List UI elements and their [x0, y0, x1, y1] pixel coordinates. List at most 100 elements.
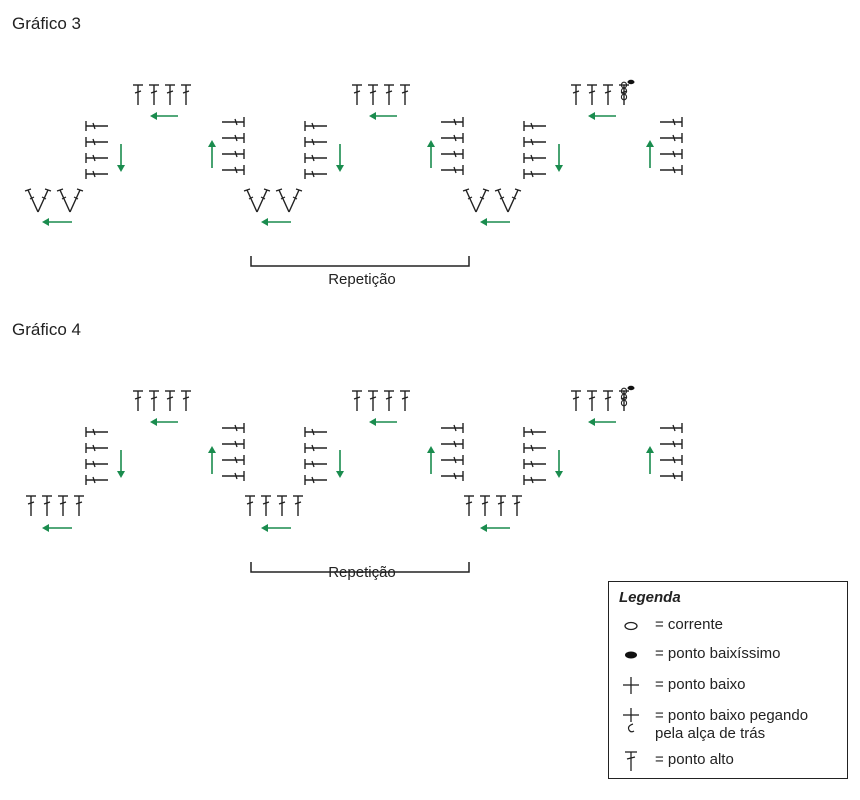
double-crochet-symbol	[165, 390, 175, 411]
legend-title: Legenda	[619, 589, 681, 606]
direction-arrow-down	[555, 144, 563, 172]
double-crochet-symbol	[523, 475, 546, 485]
double-crochet-symbol	[304, 137, 327, 147]
double-crochet-symbol	[603, 390, 613, 411]
double-crochet-symbol	[245, 495, 255, 516]
double-crochet-symbol	[352, 84, 362, 105]
direction-arrow-down	[555, 450, 563, 478]
chain-and-slip-stitch-symbols	[620, 385, 635, 407]
double-crochet-icon	[619, 751, 643, 773]
direction-arrow-up	[427, 446, 435, 474]
double-crochet-symbol	[660, 439, 683, 449]
double-crochet-symbol	[660, 423, 683, 433]
double-crochet-symbol	[523, 427, 546, 437]
v-stitch-symbol	[56, 188, 84, 213]
double-crochet-symbol	[400, 390, 410, 411]
v-stitch-symbol	[462, 188, 490, 213]
double-crochet-symbol	[441, 455, 464, 465]
double-crochet-symbol	[587, 390, 597, 411]
single-crochet-back-loop-icon	[619, 707, 643, 733]
double-crochet-symbol	[165, 84, 175, 105]
direction-arrow-left	[480, 218, 510, 226]
double-crochet-symbol	[181, 84, 191, 105]
chain-icon	[619, 616, 643, 638]
direction-arrow-left	[588, 418, 616, 426]
direction-arrow-left	[150, 112, 178, 120]
double-crochet-symbol	[464, 495, 474, 516]
double-crochet-symbol	[149, 84, 159, 105]
single-crochet-icon	[619, 676, 643, 698]
double-crochet-symbol	[304, 153, 327, 163]
double-crochet-symbol	[222, 117, 245, 127]
legend-item-text: = corrente	[655, 616, 723, 633]
legend-item-text: = ponto baixo	[655, 676, 746, 693]
double-crochet-symbol	[660, 455, 683, 465]
double-crochet-symbol	[85, 137, 108, 147]
chart-3-repeat-label: Repetição	[328, 271, 396, 288]
direction-arrow-left	[369, 112, 397, 120]
repeat-bracket	[250, 256, 470, 267]
double-crochet-symbol	[261, 495, 271, 516]
double-crochet-symbol	[277, 495, 287, 516]
direction-arrow-down	[336, 144, 344, 172]
double-crochet-symbol	[85, 121, 108, 131]
double-crochet-symbol	[222, 455, 245, 465]
double-crochet-symbol	[571, 390, 581, 411]
direction-arrow-left	[261, 218, 291, 226]
double-crochet-symbol	[523, 459, 546, 469]
double-crochet-symbol	[304, 459, 327, 469]
double-crochet-symbol	[523, 443, 546, 453]
double-crochet-symbol	[133, 390, 143, 411]
double-crochet-symbol	[441, 149, 464, 159]
double-crochet-symbol	[85, 427, 108, 437]
v-stitch-symbol	[275, 188, 303, 213]
v-stitch-symbol	[494, 188, 522, 213]
double-crochet-symbol	[85, 153, 108, 163]
double-crochet-symbol	[222, 133, 245, 143]
v-stitch-symbol	[243, 188, 271, 213]
double-crochet-symbol	[603, 84, 613, 105]
double-crochet-symbol	[181, 390, 191, 411]
double-crochet-symbol	[523, 121, 546, 131]
double-crochet-symbol	[133, 84, 143, 105]
double-crochet-symbol	[660, 133, 683, 143]
slip-stitch-icon	[619, 645, 643, 667]
double-crochet-symbol	[400, 84, 410, 105]
direction-arrow-up	[208, 446, 216, 474]
double-crochet-symbol	[368, 390, 378, 411]
double-crochet-symbol	[85, 169, 108, 179]
double-crochet-symbol	[441, 165, 464, 175]
double-crochet-symbol	[85, 475, 108, 485]
double-crochet-symbol	[441, 471, 464, 481]
double-crochet-symbol	[26, 495, 36, 516]
double-crochet-symbol	[523, 137, 546, 147]
legend-box: Legenda = corrente = ponto baixíssimo = …	[608, 581, 848, 779]
legend-item-text: = ponto baixíssimo	[655, 645, 781, 662]
double-crochet-symbol	[304, 443, 327, 453]
chart-3-diagram	[24, 79, 683, 267]
direction-arrow-left	[150, 418, 178, 426]
direction-arrow-up	[427, 140, 435, 168]
chart-3-title: Gráfico 3	[12, 14, 81, 33]
chart-4-title: Gráfico 4	[12, 320, 81, 339]
double-crochet-symbol	[304, 169, 327, 179]
double-crochet-symbol	[496, 495, 506, 516]
chain-and-slip-stitch-symbols	[620, 79, 635, 101]
double-crochet-symbol	[222, 149, 245, 159]
double-crochet-symbol	[74, 495, 84, 516]
double-crochet-symbol	[384, 84, 394, 105]
double-crochet-symbol	[222, 471, 245, 481]
direction-arrow-left	[369, 418, 397, 426]
double-crochet-symbol	[587, 84, 597, 105]
direction-arrow-left	[42, 218, 72, 226]
double-crochet-symbol	[352, 390, 362, 411]
direction-arrow-left	[42, 524, 72, 532]
double-crochet-symbol	[660, 149, 683, 159]
direction-arrow-left	[480, 524, 510, 532]
direction-arrow-down	[117, 144, 125, 172]
double-crochet-symbol	[304, 475, 327, 485]
double-crochet-symbol	[149, 390, 159, 411]
legend-item-text: = ponto alto	[655, 751, 734, 768]
double-crochet-symbol	[368, 84, 378, 105]
double-crochet-symbol	[304, 121, 327, 131]
